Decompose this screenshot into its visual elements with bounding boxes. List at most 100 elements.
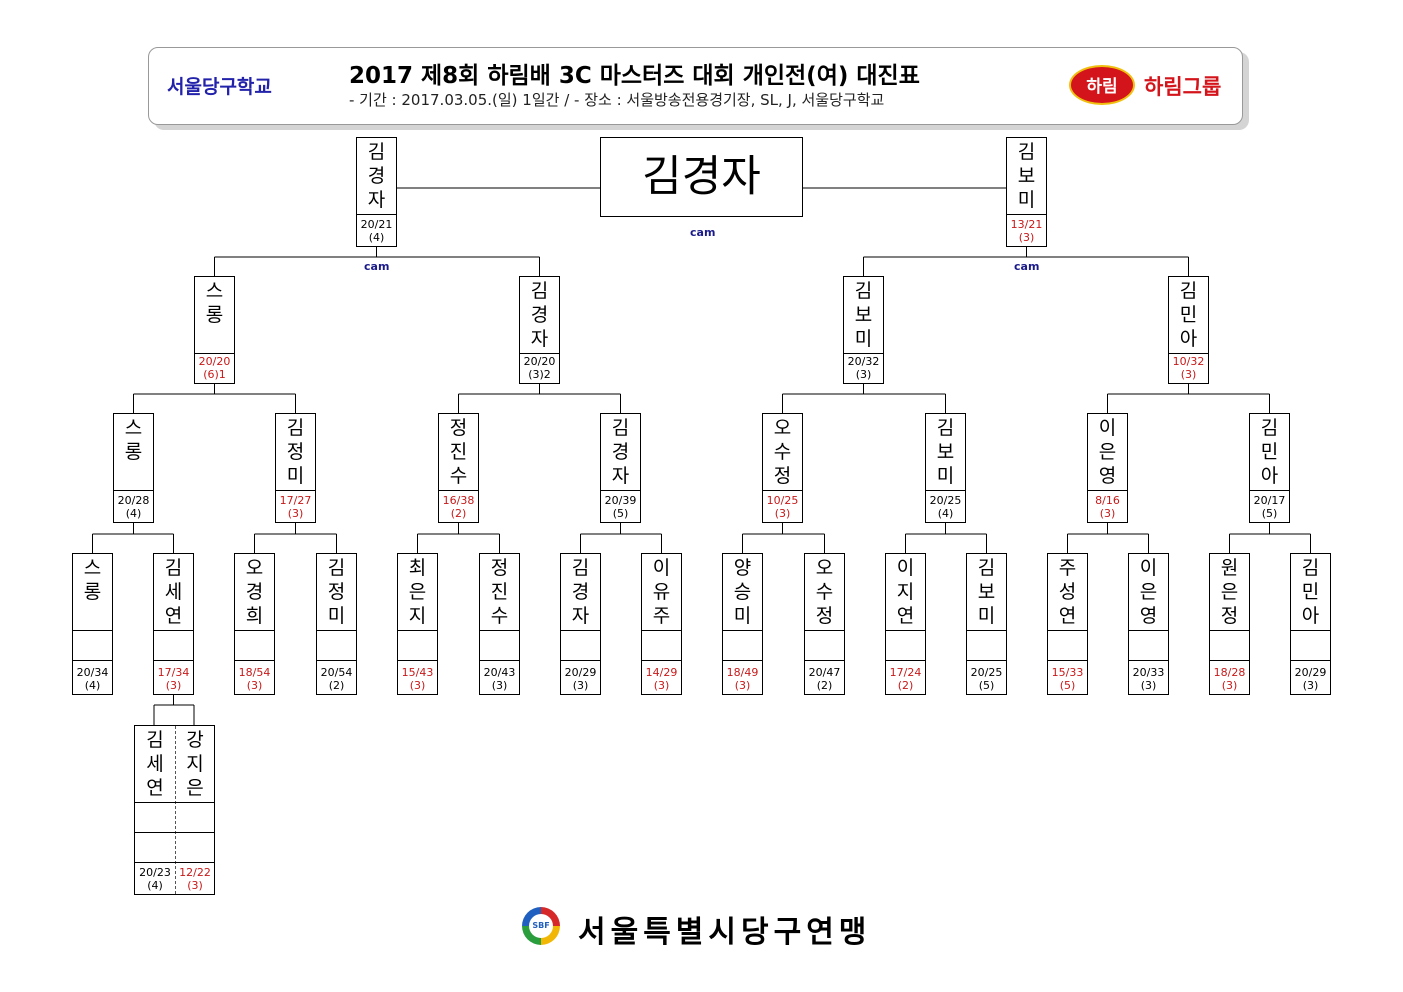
score-value: 18/28	[1213, 666, 1246, 679]
box-divider	[1169, 353, 1208, 354]
box-divider	[844, 353, 883, 354]
score-label: 17/24(2)	[886, 666, 925, 692]
score-label: 20/29(3)	[561, 666, 600, 692]
inning-value: (3)	[653, 679, 670, 692]
score-label: 20/33(3)	[1129, 666, 1168, 692]
title-banner: 서울당구학교 2017 제8회 하림배 3C 마스터즈 대회 개인전(여) 대진…	[148, 47, 1243, 125]
box-divider	[1129, 630, 1168, 631]
box-divider	[1048, 630, 1087, 631]
score-label: 20/20(3)2	[520, 355, 559, 381]
box-divider	[561, 660, 600, 661]
score-value: 18/54	[238, 666, 271, 679]
score-value: 17/24	[889, 666, 922, 679]
box-divider	[805, 660, 844, 661]
box-divider	[235, 630, 274, 631]
inning-value: (3)	[491, 679, 508, 692]
cam-label: cam	[364, 260, 390, 273]
box-divider	[398, 660, 437, 661]
score-value: 20/29	[1294, 666, 1327, 679]
score-value: 8/16	[1095, 494, 1120, 507]
organizer-label: 서울당구학교	[167, 76, 272, 98]
inning-value: (5)	[1059, 679, 1076, 692]
inning-value: (3)	[734, 679, 751, 692]
score-label: 20/34(4)	[73, 666, 112, 692]
inning-value: (3)	[1099, 507, 1116, 520]
box-divider	[480, 660, 519, 661]
sponsor-logo: 하림 하림그룹	[1069, 63, 1234, 107]
score-label: 18/49(3)	[723, 666, 762, 692]
inning-value: (3)	[409, 679, 426, 692]
box-divider	[642, 660, 681, 661]
score-label: 8/16(3)	[1088, 494, 1127, 520]
score-value: 20/32	[847, 355, 880, 368]
harim-logo-icon: 하림	[1069, 65, 1135, 105]
score-value: 10/25	[766, 494, 799, 507]
page-title: 2017 제8회 하림배 3C 마스터즈 대회 개인전(여) 대진표	[349, 63, 920, 89]
inning-value: (4)	[125, 507, 142, 520]
score-value: 20/28	[117, 494, 150, 507]
score-value: 10/32	[1172, 355, 1205, 368]
box-divider	[723, 630, 762, 631]
emblem-label: SBF	[529, 914, 553, 938]
score-value: 20/39	[604, 494, 637, 507]
cam-label: cam	[690, 226, 716, 239]
inning-value: (4)	[84, 679, 101, 692]
inning-value: (2)	[450, 507, 467, 520]
federation-name: 서울특별시당구연맹	[578, 915, 872, 950]
box-divider	[398, 630, 437, 631]
score-value: 20/47	[808, 666, 841, 679]
score-value: 20/25	[970, 666, 1003, 679]
box-divider	[601, 490, 640, 491]
box-divider	[480, 630, 519, 631]
inning-value: (3)	[287, 507, 304, 520]
score-value: 12/22	[179, 866, 211, 879]
inning-value: (5)	[612, 507, 629, 520]
score-value: 20/23	[139, 866, 171, 879]
cam-label: cam	[1014, 260, 1040, 273]
score-value: 18/49	[726, 666, 759, 679]
inning-value: (3)	[855, 368, 872, 381]
inning-value: (5)	[978, 679, 995, 692]
score-label: 15/43(3)	[398, 666, 437, 692]
champion-box: 김경자	[600, 137, 803, 217]
box-divider	[763, 490, 802, 491]
inning-value: (2)	[816, 679, 833, 692]
inning-value: (3)	[1221, 679, 1238, 692]
score-label: 10/32(3)	[1169, 355, 1208, 381]
box-divider	[135, 802, 214, 803]
score-label: 16/38(2)	[439, 494, 478, 520]
score-value: 13/21	[1010, 218, 1043, 231]
federation-emblem-icon: SBF	[522, 907, 560, 945]
